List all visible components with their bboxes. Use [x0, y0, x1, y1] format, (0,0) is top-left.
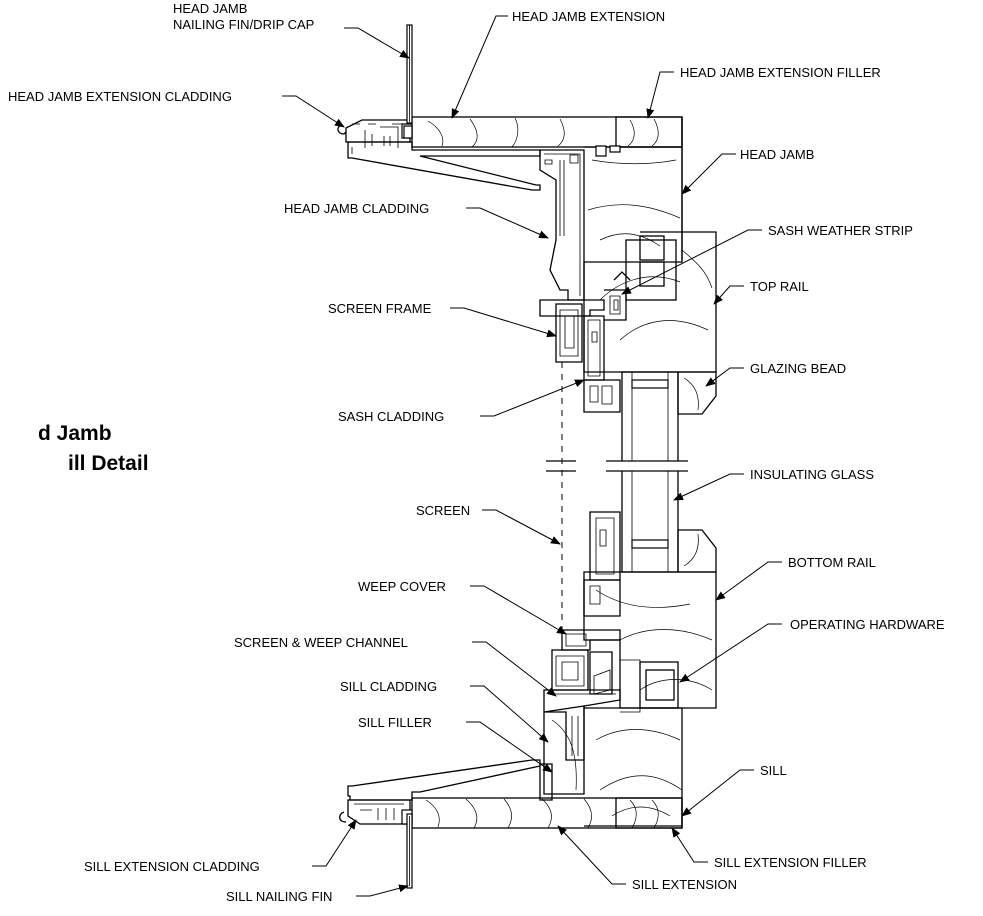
label-head-jamb-nailing-fin-1: HEAD JAMB	[173, 1, 247, 16]
label-weep-cover: WEEP COVER	[358, 579, 446, 594]
operating-hardware	[620, 659, 679, 713]
label-screen-frame: SCREEN FRAME	[328, 301, 432, 316]
label-sash-weather-strip: SASH WEATHER STRIP	[768, 223, 913, 238]
glazing-bead-top	[677, 371, 717, 415]
label-head-jamb-cladding: HEAD JAMB CLADDING	[284, 201, 429, 216]
label-head-jamb-extension: HEAD JAMB EXTENSION	[512, 9, 665, 24]
label-screen: SCREEN	[416, 503, 470, 518]
sash-cladding-bottom	[583, 511, 621, 617]
sill-nailing-fin	[406, 813, 413, 889]
insulating-glass	[546, 371, 700, 573]
label-head-jamb-nailing-fin-2: NAILING FIN/DRIP CAP	[173, 17, 314, 32]
label-head-jamb-extension-filler: HEAD JAMB EXTENSION FILLER	[680, 65, 881, 80]
label-sill-nailing-fin: SILL NAILING FIN	[226, 889, 332, 904]
label-sash-cladding: SASH CLADDING	[338, 409, 444, 424]
sash-cladding	[583, 315, 621, 413]
sash-weather-strip	[604, 271, 631, 321]
label-sill-extension-filler: SILL EXTENSION FILLER	[714, 855, 867, 870]
head-jamb-extension	[411, 116, 683, 260]
label-sill-extension-cladding: SILL EXTENSION CLADDING	[84, 859, 260, 874]
label-sill-extension: SILL EXTENSION	[632, 877, 737, 892]
detail-title-line-1: d Jamb	[38, 422, 112, 445]
label-head-jamb: HEAD JAMB	[740, 147, 814, 162]
label-sill-cladding: SILL CLADDING	[340, 679, 437, 694]
label-head-jamb-extension-cladding: HEAD JAMB EXTENSION CLADDING	[8, 89, 232, 104]
sill-extension-filler	[615, 797, 683, 829]
callout-labels: HEAD JAMB NAILING FIN/DRIP CAP HEAD JAMB…	[8, 1, 945, 904]
sill-extension	[411, 797, 683, 829]
label-screen-weep-channel: SCREEN & WEEP CHANNEL	[234, 635, 408, 650]
label-sill: SILL	[760, 763, 787, 778]
glazing-bead-bottom	[677, 529, 717, 573]
leader-lines	[282, 15, 782, 897]
label-glazing-bead: GLAZING BEAD	[750, 361, 846, 376]
head-jamb-nailing-fin	[406, 24, 413, 124]
screen-frame	[539, 299, 605, 363]
sill	[584, 707, 683, 827]
label-operating-hardware: OPERATING HARDWARE	[790, 617, 945, 632]
screen-weep-channel	[551, 649, 613, 695]
detail-title-line-2: ill Detail	[68, 452, 149, 475]
label-insulating-glass: INSULATING GLASS	[750, 467, 874, 482]
head-jamb	[584, 146, 683, 263]
head-jamb-cladding	[539, 145, 621, 301]
label-bottom-rail: BOTTOM RAIL	[788, 555, 876, 570]
weep-cover	[561, 629, 621, 651]
label-sill-filler: SILL FILLER	[358, 715, 432, 730]
label-top-rail: TOP RAIL	[750, 279, 809, 294]
sill-extension-cladding	[339, 759, 541, 825]
